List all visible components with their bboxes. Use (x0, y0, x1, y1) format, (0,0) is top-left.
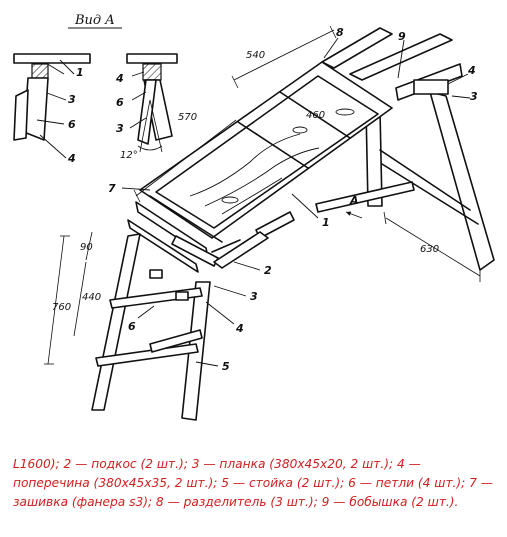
dim-540: 540 (246, 50, 265, 61)
back-leg-right (429, 91, 495, 271)
callout-9: 9 (398, 30, 406, 43)
crossbar-end-right (413, 79, 449, 95)
callout-2: 2 (264, 264, 272, 277)
callout-7: 7 (108, 182, 116, 195)
callout-6: 6 (128, 320, 136, 333)
parts-caption: L1600); 2 — подкос (2 шт.); 3 — планка (… (13, 457, 493, 509)
dim-570: 570 (178, 112, 197, 123)
callout-1: 1 (322, 216, 330, 229)
callout-8: 8 (336, 26, 344, 39)
hinge-a (149, 269, 163, 279)
callout-4-view-b: 4 (115, 72, 124, 85)
dim-90: 90 (80, 242, 93, 253)
callout-3-main: 3 (470, 90, 478, 103)
callout-6-view-b: 6 (116, 96, 124, 109)
callout-4-main: 4 (467, 64, 476, 77)
top-board-section (13, 53, 91, 64)
stub-board (171, 235, 219, 267)
hinge-b (175, 291, 189, 301)
angle-dimension: 12° (120, 150, 138, 161)
view-title: Вид A (74, 13, 115, 28)
brace (315, 181, 415, 213)
view-a-right-assembly (126, 53, 178, 153)
dimension-lines: 540 570 630 460 90 440 760 A (44, 25, 481, 365)
view-a-left-assembly (13, 53, 91, 159)
callout-1-view: 1 (76, 66, 84, 79)
brace-section (13, 89, 29, 141)
top-board-section-2 (126, 53, 178, 64)
sawhorse-main (91, 27, 495, 421)
dim-460: 460 (306, 110, 325, 121)
divider-rail (321, 27, 393, 69)
brace-front (213, 231, 269, 269)
callouts: 8 9 4 3 7 1 2 3 4 6 5 (108, 26, 478, 373)
callout-4-lower: 4 (235, 322, 244, 335)
dim-630: 630 (420, 244, 439, 255)
leg-left (137, 79, 157, 145)
crossbar-section-2 (142, 63, 162, 81)
callout-3-view-b: 3 (116, 122, 124, 135)
view-a-detail: Вид A 1 3 6 4 (13, 13, 178, 165)
hinge-bar (149, 329, 203, 353)
sawhorse-diagram: Вид A 1 3 6 4 (13, 13, 495, 421)
plywood-panel (155, 75, 379, 229)
dim-440: 440 (82, 292, 101, 303)
callout-4-view: 4 (67, 152, 76, 165)
crossbar-section (31, 63, 49, 79)
front-leg-left (91, 233, 141, 411)
dim-760: 760 (52, 302, 71, 313)
callout-3-lower: 3 (250, 290, 258, 303)
view-arrow-label: A (349, 194, 359, 207)
callout-5: 5 (222, 360, 230, 373)
front-board-2 (127, 219, 199, 273)
callout-3-view: 3 (68, 93, 76, 106)
callout-6-view: 6 (68, 118, 76, 131)
